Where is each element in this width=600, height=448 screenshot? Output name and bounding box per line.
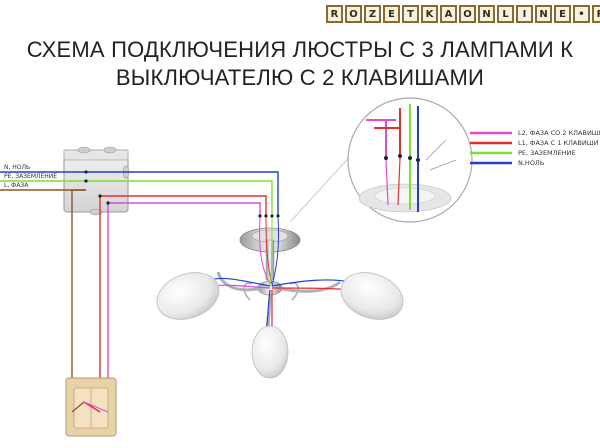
logo-tile: R xyxy=(326,5,343,23)
logo-tile: I xyxy=(516,5,533,23)
logo-tile: A xyxy=(440,5,457,23)
diagram-title: СХЕМА ПОДКЛЮЧЕНИЯ ЛЮСТРЫ С 3 ЛАМПАМИ К В… xyxy=(0,36,600,92)
box-to-switch-wires xyxy=(71,189,109,412)
chandelier xyxy=(156,217,404,379)
logo-tile: E xyxy=(383,5,400,23)
logo-tile: Z xyxy=(364,5,381,23)
legend-label-n: N,НОЛЬ xyxy=(518,159,544,167)
phase-wire-label: L, ФАЗА xyxy=(4,182,29,189)
neutral-wire xyxy=(86,171,279,216)
logo-tile: O xyxy=(345,5,362,23)
logo-tile: R xyxy=(592,5,600,23)
detail-magnifier xyxy=(289,97,473,223)
ground-wire-label: PE, ЗАЗЕМЛЕНИЕ xyxy=(4,173,57,180)
neutral-wire-label: N, НОЛЬ xyxy=(4,164,30,171)
junction-dots xyxy=(84,170,280,218)
l2-wire xyxy=(108,202,261,216)
legend-label-l2: L2, ФАЗА СО 2 КЛАВИШИ xyxy=(518,129,600,137)
logo-tile: T xyxy=(402,5,419,23)
box-to-chandelier-wires xyxy=(86,171,279,216)
logo-tile: N xyxy=(478,5,495,23)
logo-tile: N xyxy=(535,5,552,23)
logo-tile: E xyxy=(554,5,571,23)
lamp-shade-left xyxy=(156,272,220,320)
l1-wire xyxy=(100,195,267,216)
wire-legend: L2, ФАЗА СО 2 КЛАВИШИ L1, ФАЗА С 1 КЛАВИ… xyxy=(470,129,600,167)
title-line-1: СХЕМА ПОДКЛЮЧЕНИЯ ЛЮСТРЫ С 3 ЛАМПАМИ К xyxy=(26,37,574,62)
logo-tile: O xyxy=(459,5,476,23)
legend-label-l1: L1, ФАЗА С 1 КЛАВИШИ xyxy=(518,139,599,147)
ground-wire xyxy=(86,180,273,216)
lamp-shade-bottom xyxy=(251,325,289,379)
logo-tile: L xyxy=(497,5,514,23)
site-logo: R O Z E T K A O N L I N E • R U xyxy=(326,5,600,25)
phase-to-switch-wire xyxy=(71,189,86,412)
two-key-switch xyxy=(65,377,117,437)
logo-tile: • xyxy=(573,5,590,23)
title-line-2: ВЫКЛЮЧАТЕЛЮ С 2 КЛАВИШАМИ xyxy=(115,65,485,90)
lamp-shade-right xyxy=(340,272,404,320)
logo-tile: K xyxy=(421,5,438,23)
legend-label-pe: PE, ЗАЗЕМЛЕНИЕ xyxy=(518,149,576,157)
